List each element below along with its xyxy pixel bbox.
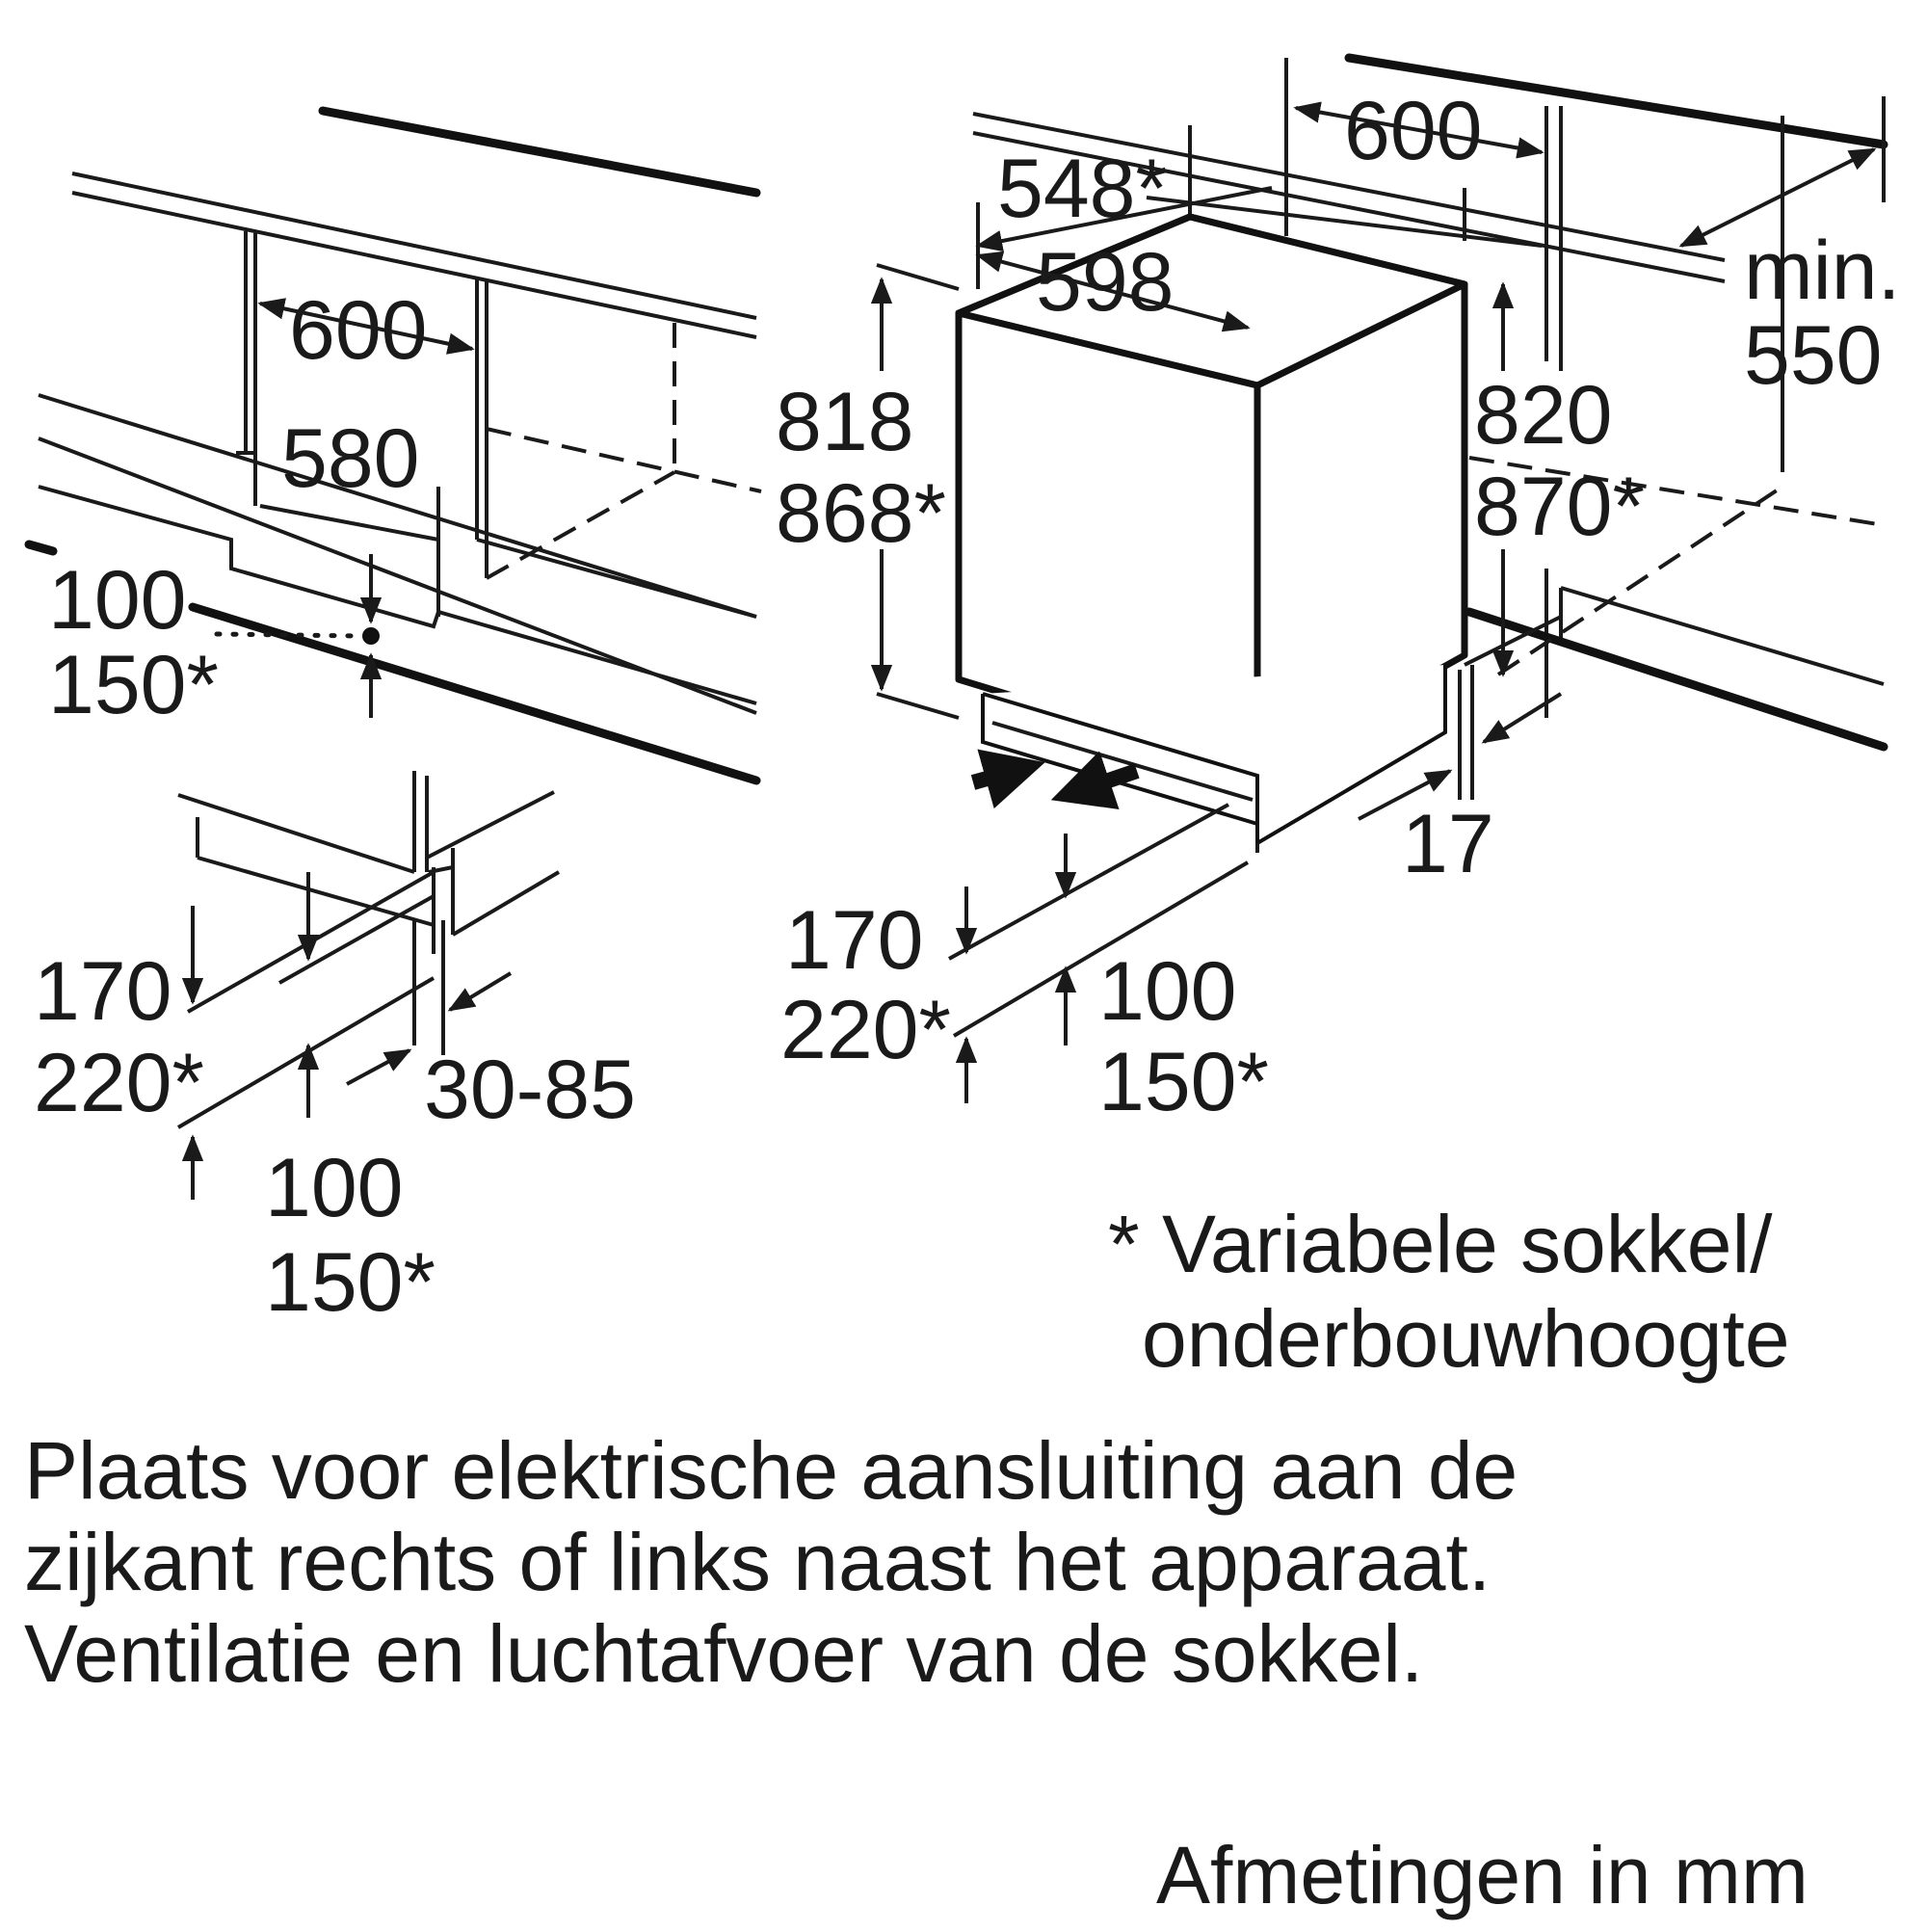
plinth-setback-label: 30-85 <box>424 1044 636 1136</box>
plinth-floor-line <box>278 894 435 985</box>
cabinet-line <box>38 393 757 619</box>
appliance-view: 548* 600 598 818 868* 820 870* min. 550 … <box>776 53 1900 1128</box>
setback-arrow <box>346 1048 412 1086</box>
appliance-width-arrow <box>975 251 1251 332</box>
plinth-height-label-2: 220* <box>780 984 951 1076</box>
vent-height-label-1: 100 <box>265 1142 404 1234</box>
appliance-width-label: 598 <box>1036 236 1175 329</box>
footnote-line-2: onderbouwhoogte <box>1142 1293 1790 1384</box>
worktop-line <box>71 191 757 339</box>
niche-height-label-1: 820 <box>1474 369 1613 462</box>
vent-height-label-1: 100 <box>1098 945 1237 1038</box>
plinth-line <box>197 856 435 927</box>
worktop-edge <box>318 106 761 198</box>
door-gap-label: 17 <box>1402 798 1494 890</box>
plinth-height-label-2: 220* <box>34 1037 204 1129</box>
depth-line <box>259 504 439 542</box>
cabinet-line <box>1560 586 1885 686</box>
hidden-edge <box>1468 456 1885 527</box>
units-note: Afmetingen in mm <box>1156 1830 1808 1920</box>
depth-548-label: 548* <box>997 143 1168 235</box>
vent-height-label-2: 150* <box>1098 1036 1269 1128</box>
extension-line <box>876 263 960 291</box>
plinth-floor-line <box>187 870 435 1014</box>
footnote-line-1: * Variabele sokkel/ <box>1108 1199 1773 1289</box>
plinth-detail-view: 170 220* 30-85 100 150* <box>34 771 636 1329</box>
niche-depth-label: 600 <box>1344 85 1483 177</box>
door-gap-line <box>1464 615 1562 667</box>
appliance-height-label-2: 868* <box>776 467 946 560</box>
setback-arrow <box>447 971 513 1012</box>
cabinet-edge <box>426 790 555 860</box>
worktop-line <box>972 112 1726 262</box>
min-depth-arrow <box>1678 147 1877 248</box>
rear-wall-line <box>1146 196 1543 248</box>
niche-depth-arrow <box>1293 101 1544 159</box>
paragraph-line-2: zijkant rechts of links naast het appara… <box>24 1517 1491 1607</box>
cabinet-edge <box>451 870 561 937</box>
worktop-line <box>71 172 757 320</box>
niche-width-arrow <box>257 298 475 355</box>
appliance-plinth <box>981 665 1447 847</box>
hidden-edge <box>486 427 762 493</box>
floor-edge <box>188 602 761 785</box>
worktop-line <box>972 131 1726 283</box>
door-gap-arrow <box>1358 769 1453 821</box>
air-intake-arrow <box>970 749 1045 809</box>
cabinet-base-line <box>38 485 757 705</box>
niche-width-label: 600 <box>289 284 428 377</box>
plinth-line <box>991 721 1254 802</box>
niche-view: 600 580 100 150* <box>24 106 762 785</box>
appliance-height-label-1: 818 <box>776 376 914 468</box>
paragraph-line-1: Plaats voor elektrische aansluiting aan … <box>24 1425 1518 1516</box>
paragraph-line-3: Ventilatie en luchtafvoer van de sokkel. <box>24 1608 1423 1699</box>
air-outlet-arrow <box>1050 751 1140 810</box>
worktop-edge <box>1344 53 1888 149</box>
extension-line <box>876 692 960 720</box>
vent-height-label-2: 150* <box>265 1236 436 1329</box>
niche-height-label-2: 870* <box>1474 461 1645 553</box>
floor-edge <box>1465 607 1888 752</box>
opening-depth-label: 580 <box>281 412 420 505</box>
floor-edge <box>24 540 58 556</box>
cable-point <box>362 627 380 645</box>
depth-548-arrow <box>975 186 1273 252</box>
floor-line <box>952 860 1250 1038</box>
cable-height-label-1: 100 <box>48 554 187 647</box>
hidden-edge <box>1496 485 1784 676</box>
min-value-label: 550 <box>1744 309 1883 402</box>
plinth-height-label-1: 170 <box>34 945 172 1038</box>
door-gap-arrow <box>1481 692 1563 744</box>
niche-corner <box>236 451 257 506</box>
cable-height-label-2: 150* <box>48 639 219 731</box>
floor-line <box>176 976 436 1129</box>
min-label: min. <box>1744 225 1900 317</box>
plinth-floor-line <box>948 803 1229 961</box>
plinth-top-line <box>177 793 415 874</box>
notes: * Variabele sokkel/ onderbouwhoogte Plaa… <box>24 1199 1808 1920</box>
plinth-height-label-1: 170 <box>785 894 924 987</box>
niche-bottom <box>476 538 757 619</box>
